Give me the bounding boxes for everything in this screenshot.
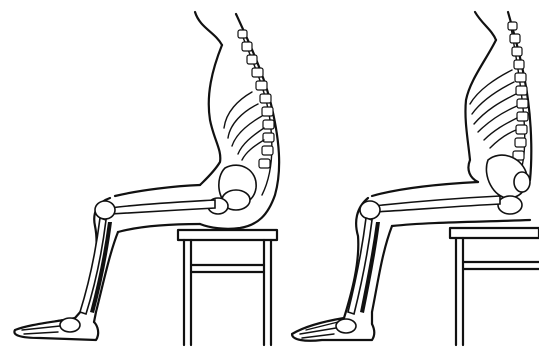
chair-left (178, 230, 277, 345)
slumped-figure (14, 12, 279, 345)
femur-right (360, 196, 500, 219)
foot-bones-left (22, 318, 80, 334)
femur-left (95, 200, 215, 219)
ribcage-right (470, 70, 517, 148)
upright-figure (292, 12, 539, 345)
ribcage-left (224, 92, 264, 160)
chair-right (450, 228, 539, 345)
